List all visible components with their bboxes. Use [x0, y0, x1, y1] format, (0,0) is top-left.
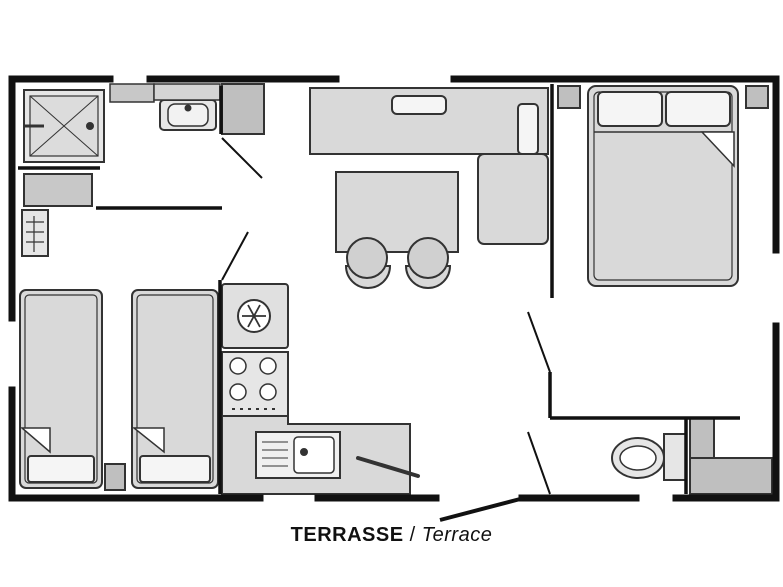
dining-table: [335, 171, 459, 253]
pillow: [597, 91, 663, 127]
snowflake-ray: [247, 304, 261, 328]
caption-french: TERRASSE: [290, 524, 404, 546]
bench-corner: [477, 153, 549, 245]
kitchen-sink-bowl: [293, 436, 335, 474]
wall-cabinet: [109, 83, 155, 103]
stove-burner-icon: [229, 357, 247, 375]
stove-burner-icon: [229, 383, 247, 401]
door-master[interactable]: [527, 311, 551, 373]
shower-icon: [86, 122, 94, 130]
doors: [221, 137, 551, 522]
bathroom-shelf: [23, 173, 93, 207]
wc-storage: [689, 457, 773, 495]
worktop-tool: [356, 456, 420, 478]
door-wc[interactable]: [527, 431, 551, 495]
bed-fold: [131, 427, 165, 454]
pillow: [27, 455, 95, 483]
door-twin-room[interactable]: [221, 231, 249, 281]
toilet-tank: [663, 433, 687, 481]
caption-separator: /: [403, 524, 422, 546]
stove: [221, 351, 289, 417]
sink-icon: [184, 104, 192, 112]
bed-fold: [700, 131, 735, 168]
bed-fold: [19, 427, 51, 454]
bedside-table: [745, 85, 769, 109]
vanity-top: [153, 83, 221, 101]
chair-seat: [407, 237, 449, 279]
bedside-table: [557, 85, 581, 109]
toilet-seat: [619, 445, 657, 471]
caption-english: Terrace: [421, 524, 493, 546]
partitions: [18, 84, 740, 494]
bench-cushion: [391, 95, 447, 115]
terrace-caption: TERRASSE / Terrace: [0, 524, 783, 547]
stove-burner-icon: [259, 383, 277, 401]
double-bed: [587, 85, 739, 287]
bench-armrest: [517, 103, 539, 155]
sink-icon: [300, 448, 308, 456]
door-terrace[interactable]: [439, 496, 525, 522]
bathroom-cabinet: [221, 83, 265, 135]
wc-shelf: [689, 417, 715, 459]
chair-seat: [346, 237, 388, 279]
washbasin-bowl: [167, 103, 209, 127]
fixtures: [19, 83, 773, 495]
shower-diagonal: [29, 95, 99, 157]
pillow: [665, 91, 731, 127]
door-bathroom[interactable]: [221, 137, 263, 179]
stove-burner-icon: [259, 357, 277, 375]
walls: [8, 75, 780, 502]
nightstand: [104, 463, 126, 491]
pillow: [139, 455, 211, 483]
double-bed-inner: [593, 91, 733, 281]
towel-rack: [21, 209, 49, 257]
